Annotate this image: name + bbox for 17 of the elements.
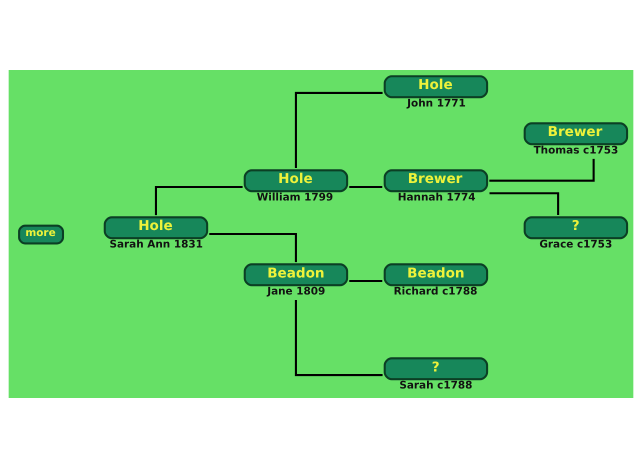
node-label: Grace c1753 (539, 238, 612, 250)
connector (294, 91, 383, 168)
node-label: Hannah 1774 (398, 191, 476, 204)
connector (349, 185, 382, 188)
node-label: Richard c1788 (394, 285, 478, 298)
node-label: Thomas c1753 (534, 144, 618, 156)
node-label: Sarah c1788 (399, 379, 472, 392)
connector (209, 232, 297, 262)
connector (349, 279, 382, 282)
connector (154, 185, 243, 215)
connector (294, 300, 383, 376)
node-label: John 1771 (407, 97, 466, 110)
connector (489, 158, 595, 182)
node-label: William 1799 (256, 191, 334, 204)
node-label: Sarah Ann 1831 (109, 238, 203, 250)
connector (490, 192, 560, 215)
node-label: Jane 1809 (267, 285, 326, 298)
